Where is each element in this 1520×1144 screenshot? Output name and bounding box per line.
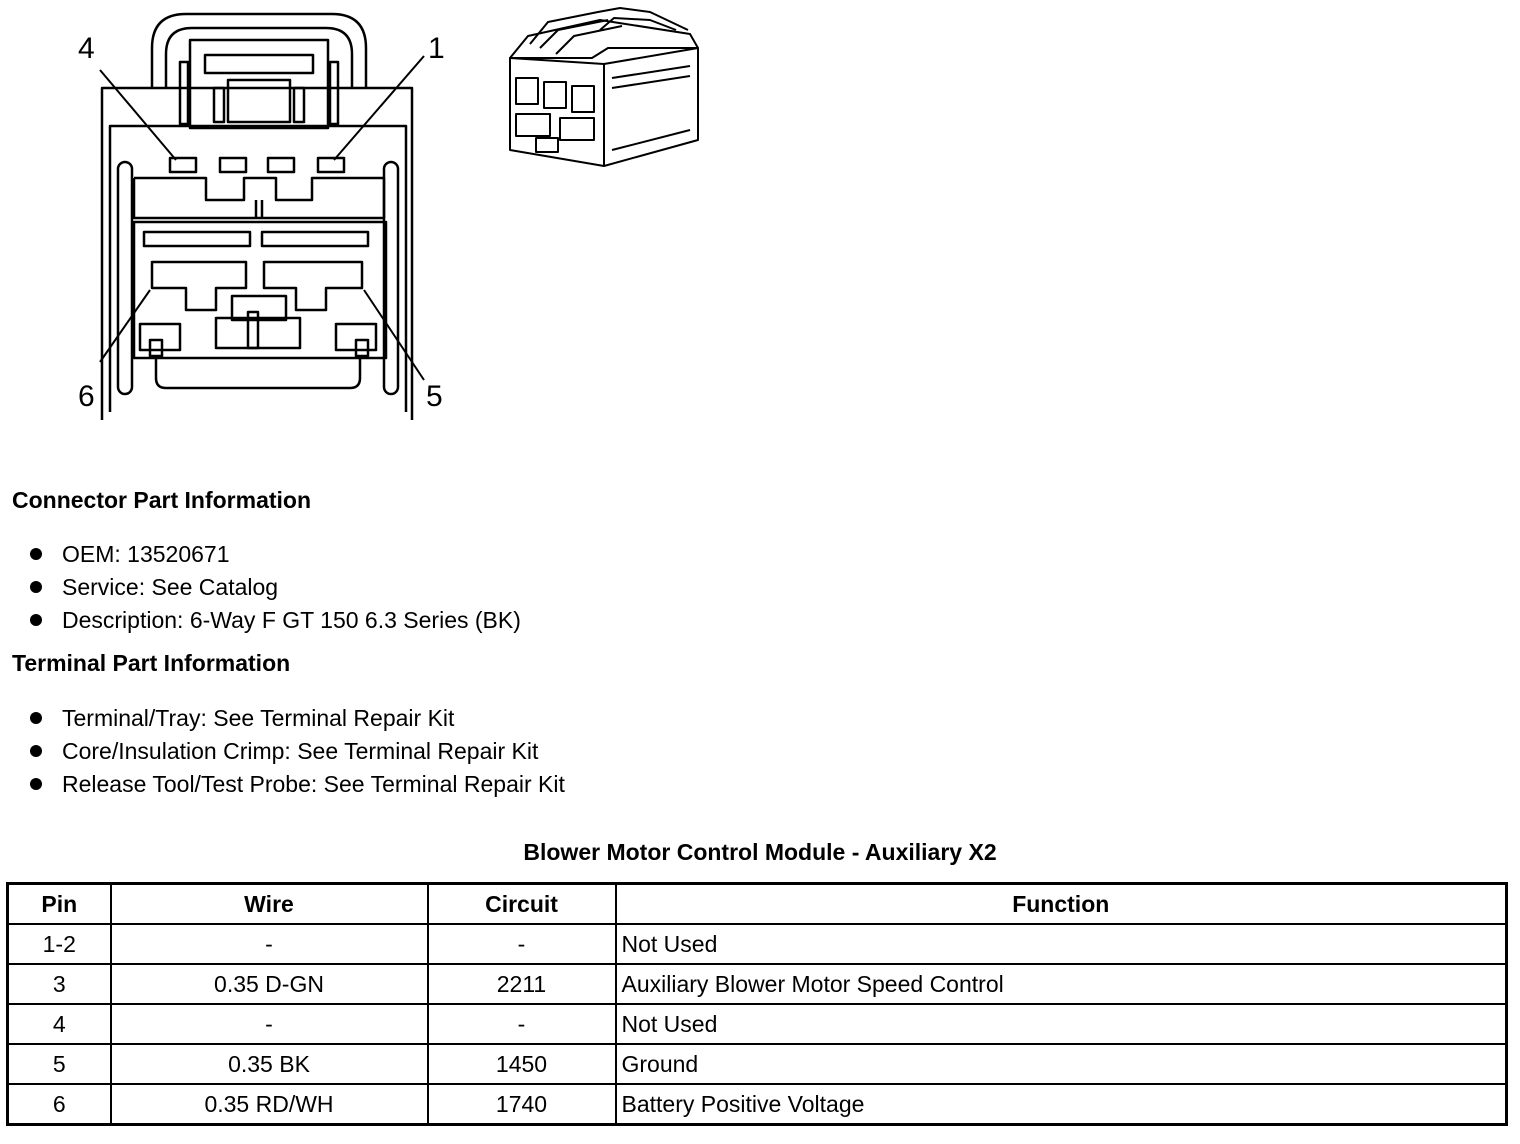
list-item: Service: See Catalog	[30, 573, 521, 606]
bullet-icon	[30, 712, 42, 724]
cell-pin: 1-2	[6, 923, 112, 965]
list-item: Core/Insulation Crimp: See Terminal Repa…	[30, 737, 565, 770]
cell-circuit: 1450	[426, 1043, 617, 1085]
bullet-icon	[30, 581, 42, 593]
list-item-text: OEM: 13520671	[62, 541, 230, 567]
cell-function: Battery Positive Voltage	[614, 1083, 1508, 1126]
table-header-row: Pin Wire Circuit Function	[6, 882, 1508, 925]
pin-label-4: 4	[78, 32, 95, 65]
cell-circuit: -	[426, 1003, 617, 1045]
list-item: Release Tool/Test Probe: See Terminal Re…	[30, 770, 565, 803]
cell-pin: 5	[6, 1043, 112, 1085]
pin-label-5: 5	[426, 380, 443, 413]
pin-label-1: 1	[428, 32, 445, 65]
cell-circuit: 1740	[426, 1083, 617, 1126]
connector-part-info-heading: Connector Part Information	[12, 487, 312, 513]
cell-circuit: -	[426, 923, 617, 965]
connector-part-info-list: OEM: 13520671 Service: See Catalog Descr…	[30, 540, 521, 639]
column-header-pin: Pin	[6, 882, 112, 925]
cell-function: Auxiliary Blower Motor Speed Control	[614, 963, 1508, 1005]
table-row: 1-2 - - Not Used	[6, 923, 1508, 965]
table-row: 5 0.35 BK 1450 Ground	[6, 1043, 1508, 1085]
column-header-wire: Wire	[109, 882, 429, 925]
table-row: 4 - - Not Used	[6, 1003, 1508, 1045]
column-header-function: Function	[614, 882, 1508, 925]
cell-pin: 3	[6, 963, 112, 1005]
terminal-part-info-list: Terminal/Tray: See Terminal Repair Kit C…	[30, 704, 565, 803]
pin-number-labels: 4 1 6 5	[78, 32, 445, 413]
list-item-text: Description: 6-Way F GT 150 6.3 Series (…	[62, 607, 521, 633]
connector-face-view	[99, 12, 425, 420]
list-item-text: Terminal/Tray: See Terminal Repair Kit	[62, 705, 455, 731]
cell-circuit: 2211	[426, 963, 617, 1005]
table-caption: Blower Motor Control Module - Auxiliary …	[523, 839, 997, 865]
table-row: 6 0.35 RD/WH 1740 Battery Positive Volta…	[6, 1083, 1508, 1126]
bullet-icon	[30, 548, 42, 560]
pin-label-6: 6	[78, 380, 95, 413]
column-header-circuit: Circuit	[426, 882, 617, 925]
bullet-icon	[30, 778, 42, 790]
cell-wire: -	[109, 1003, 429, 1045]
bullet-icon	[30, 614, 42, 626]
cell-wire: 0.35 BK	[109, 1043, 429, 1085]
connector-diagram: 4 1 6 5	[78, 7, 699, 420]
cell-wire: -	[109, 923, 429, 965]
pinout-table: Pin Wire Circuit Function 1-2 - - Not Us…	[6, 882, 1508, 1126]
cell-pin: 6	[6, 1083, 112, 1126]
cell-function: Not Used	[614, 1003, 1508, 1045]
cell-wire: 0.35 RD/WH	[109, 1083, 429, 1126]
table-row: 3 0.35 D-GN 2211 Auxiliary Blower Motor …	[6, 963, 1508, 1005]
terminal-part-info-heading: Terminal Part Information	[12, 650, 291, 676]
cell-function: Ground	[614, 1043, 1508, 1085]
list-item-text: Core/Insulation Crimp: See Terminal Repa…	[62, 738, 539, 764]
bullet-icon	[30, 745, 42, 757]
list-item-text: Release Tool/Test Probe: See Terminal Re…	[62, 771, 565, 797]
list-item-text: Service: See Catalog	[62, 574, 279, 600]
connector-isometric-view	[509, 7, 699, 167]
cell-function: Not Used	[614, 923, 1508, 965]
list-item: Description: 6-Way F GT 150 6.3 Series (…	[30, 606, 521, 639]
list-item: Terminal/Tray: See Terminal Repair Kit	[30, 704, 565, 737]
cell-pin: 4	[6, 1003, 112, 1045]
cell-wire: 0.35 D-GN	[109, 963, 429, 1005]
list-item: OEM: 13520671	[30, 540, 521, 573]
